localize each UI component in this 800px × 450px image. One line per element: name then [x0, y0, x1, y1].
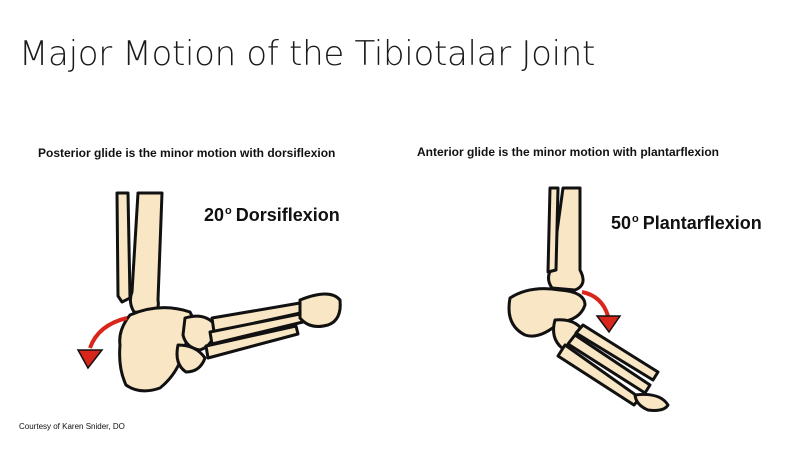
calcaneus-bone [507, 287, 587, 338]
plantarflexion-motion: Plantarflexion [642, 213, 762, 233]
metatarsal-bone [574, 323, 660, 382]
navicular-bone [181, 314, 217, 352]
plantarflexion-arrowhead [595, 315, 622, 334]
dorsiflexion-motion: Dorsiflexion [235, 205, 340, 225]
degree-symbol: o [632, 213, 639, 225]
plantarflexion-degrees: 50 [611, 213, 632, 233]
dorsiflexion-arrow [88, 316, 128, 349]
calcaneus-bone [118, 306, 196, 393]
fibula-bone [115, 191, 132, 304]
dorsiflexion-degrees: 20 [204, 205, 225, 225]
image-credit: Courtesy of Karen Snider, DO [19, 422, 125, 431]
fibula-bone [546, 186, 560, 274]
dorsiflexion-caption: Posterior glide is the minor motion with… [38, 146, 336, 160]
slide-title: Major Motion of the Tibiotalar Joint [19, 34, 596, 74]
metatarsal-bone [204, 324, 300, 360]
cuboid-bone [175, 343, 207, 374]
metatarsal-bone [556, 343, 642, 407]
plantarflexion-caption: Anterior glide is the minor motion with … [417, 145, 720, 159]
dorsiflexion-arrowhead [76, 349, 104, 370]
phalanges-bone [298, 292, 342, 328]
plantarflexion-arrow [581, 290, 610, 317]
degree-symbol: o [225, 205, 232, 217]
phalanges-bone [633, 393, 670, 412]
